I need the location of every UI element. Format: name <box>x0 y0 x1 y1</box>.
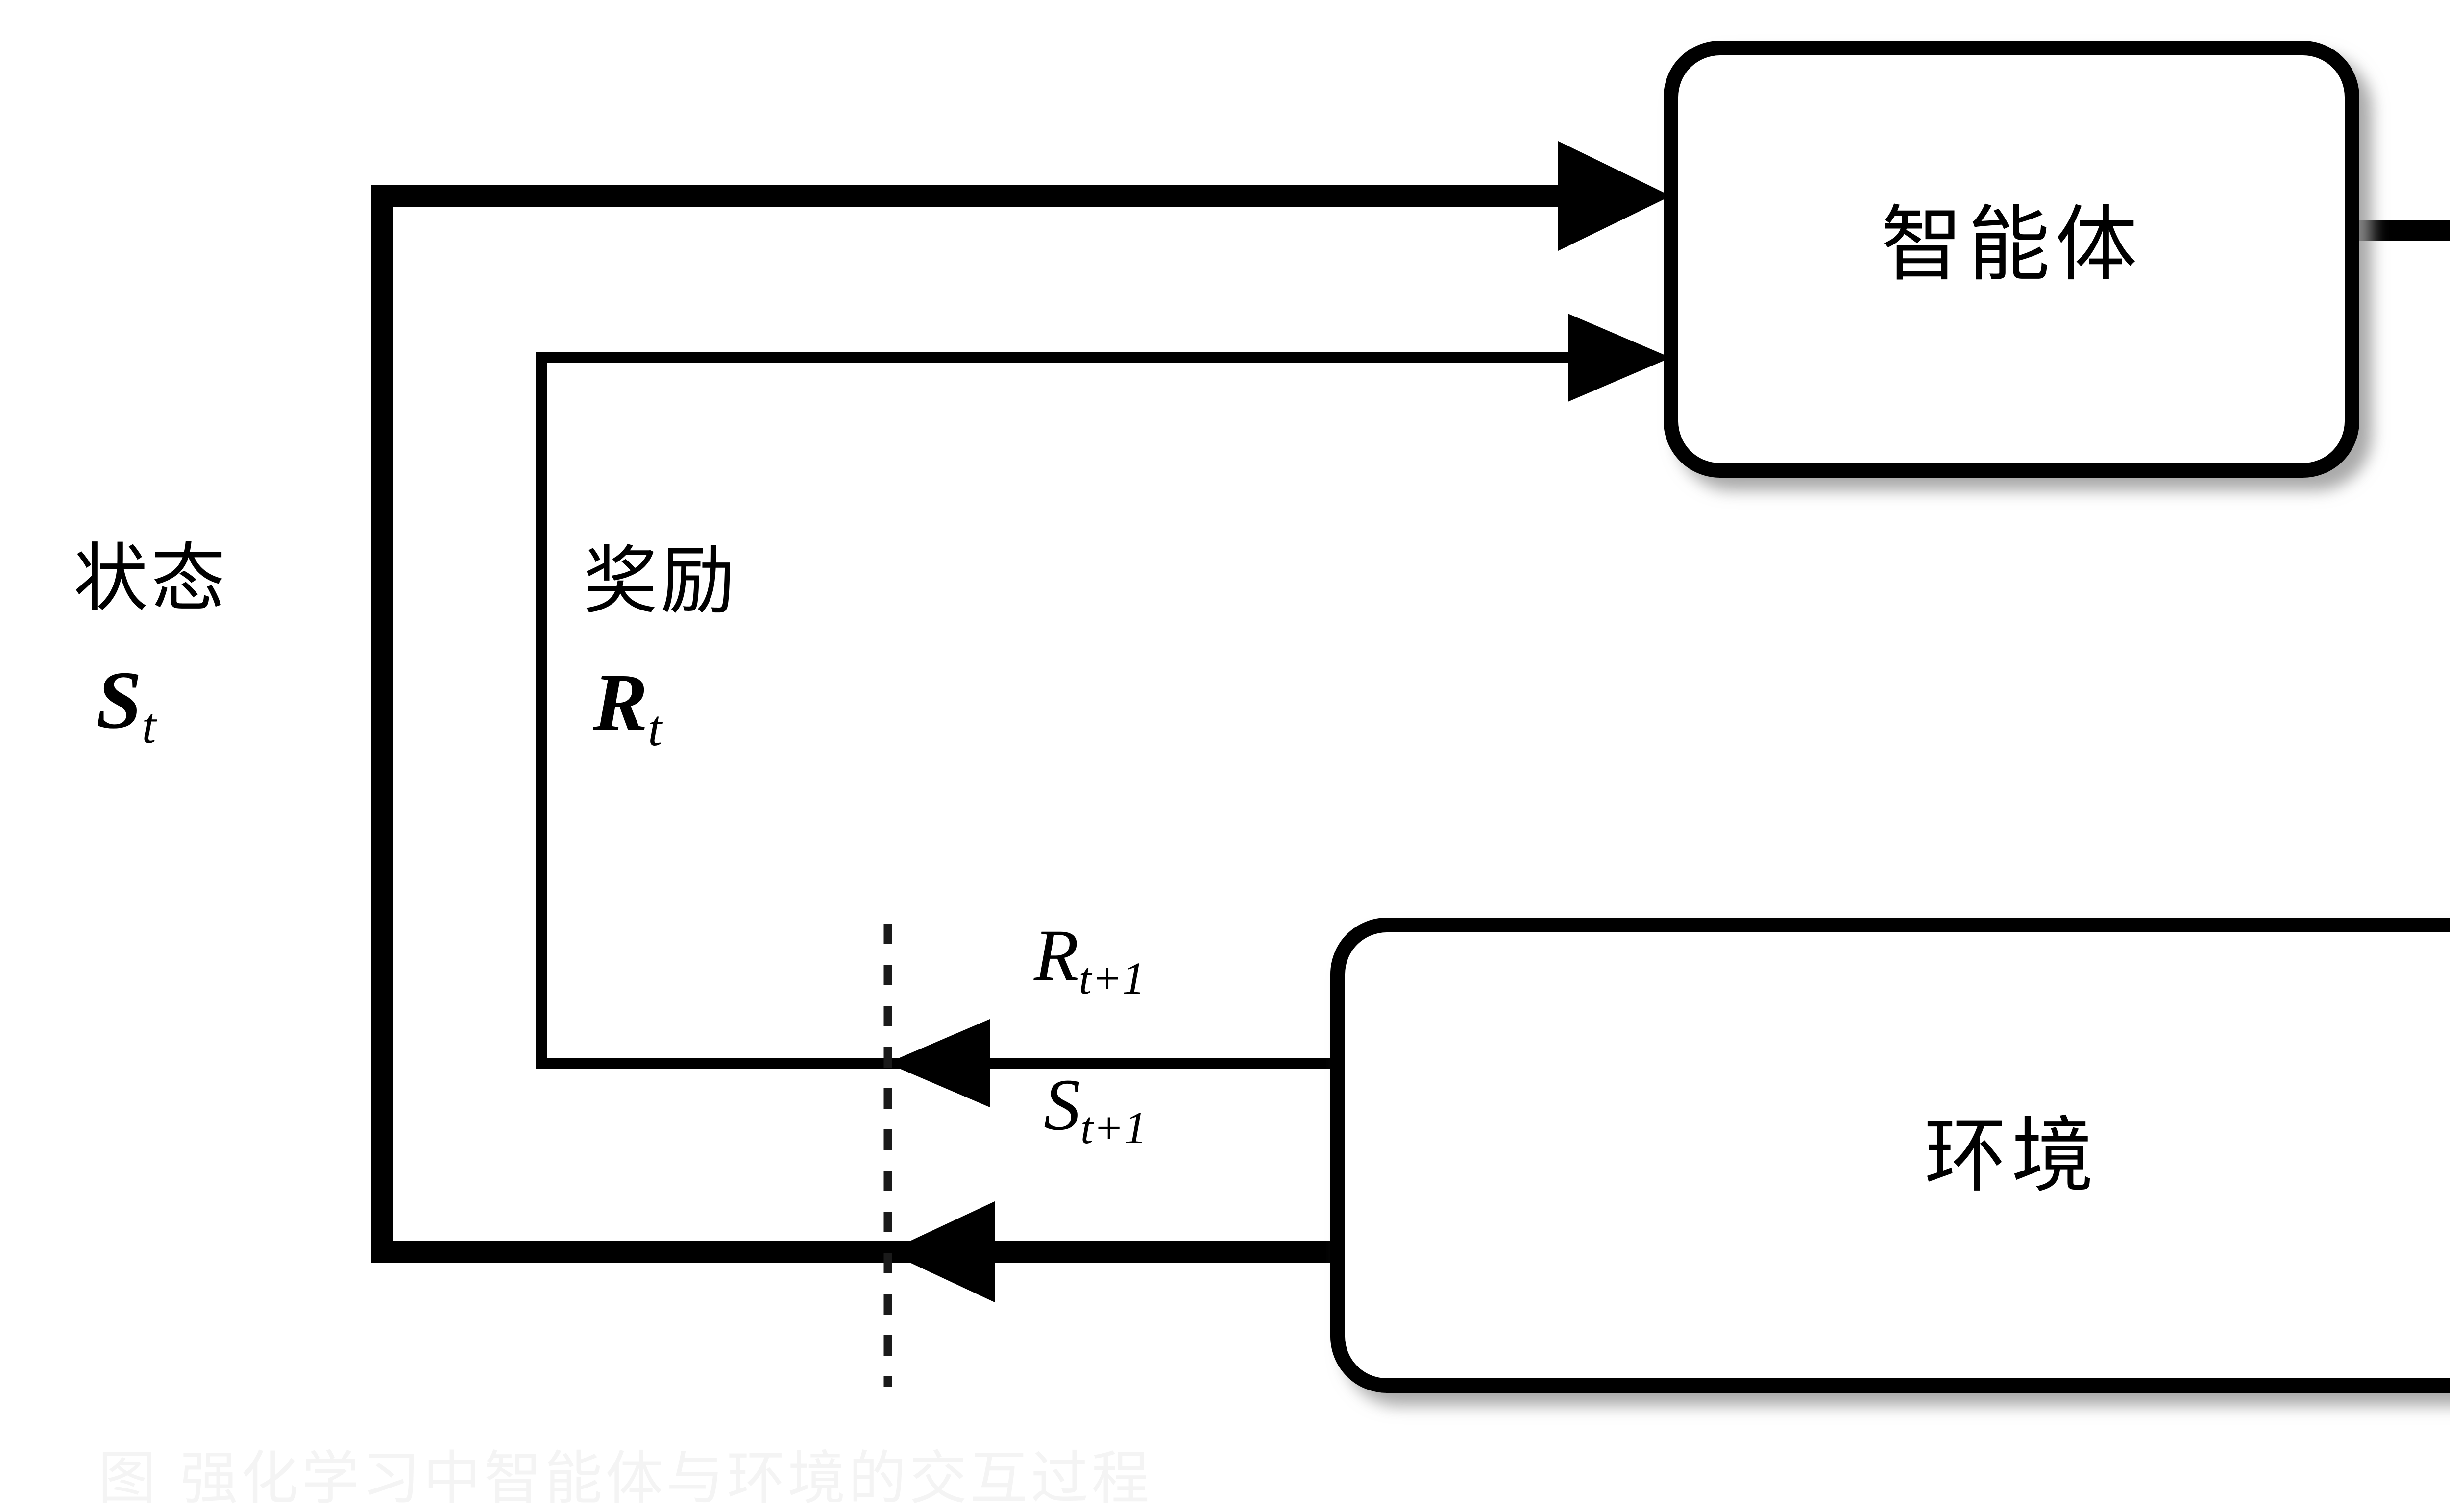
state-symbol-letter: S <box>96 655 142 746</box>
environment-box[interactable] <box>1330 918 2450 1393</box>
reward-next-subscript: t+1 <box>1078 953 1145 1004</box>
reward-symbol-letter: R <box>593 657 648 748</box>
state-next-subscript: t+1 <box>1080 1102 1147 1153</box>
edge-reward <box>536 314 1671 1107</box>
state-arrowhead-into-agent <box>1558 141 1671 251</box>
environment-label: 环境 <box>1924 1108 2099 1204</box>
reward-arrowhead-into-agent <box>1568 314 1671 402</box>
state-edge-label-cn: 状态 <box>74 535 228 622</box>
state-next-symbol: St+1 <box>1044 1068 1147 1151</box>
agent-box[interactable] <box>1664 41 2359 478</box>
reward-next-letter: R <box>1034 915 1079 996</box>
reward-next-arrowhead <box>887 1019 990 1107</box>
reward-symbol-subscript: t <box>648 700 663 757</box>
agent-label: 智能体 <box>1881 196 2142 293</box>
reward-next-symbol: Rt+1 <box>1034 919 1145 1001</box>
state-next-arrowhead <box>887 1201 995 1302</box>
figure-caption: 图 强化学习中智能体与环境的交互过程 <box>98 1444 1152 1512</box>
state-next-letter: S <box>1044 1064 1080 1146</box>
edge-state <box>371 141 1671 1302</box>
state-symbol-subscript: t <box>142 697 157 755</box>
reward-edge-symbol: Rt <box>593 661 662 754</box>
reward-edge-label-cn: 奖励 <box>583 537 738 624</box>
state-edge-symbol: St <box>96 659 156 751</box>
